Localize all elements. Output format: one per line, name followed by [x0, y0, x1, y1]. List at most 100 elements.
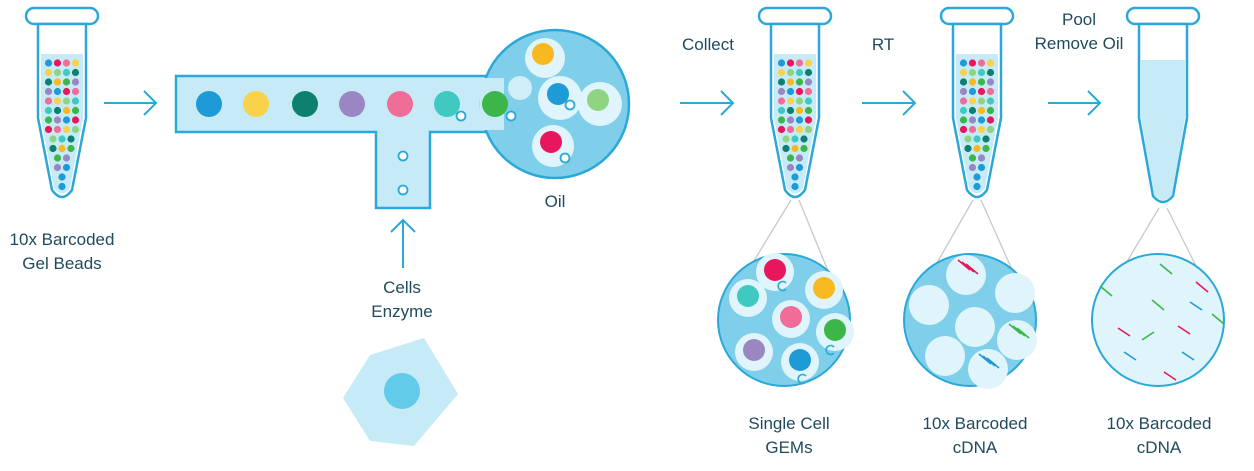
- gel-bead: [63, 126, 70, 133]
- gel-bead: [969, 154, 976, 161]
- gel-bead: [787, 59, 794, 66]
- gem-bead: [737, 285, 759, 307]
- gel-bead: [787, 78, 794, 85]
- cdna-droplet: [995, 273, 1035, 313]
- label-cells: Cells Enzyme: [352, 276, 452, 324]
- gel-bead: [58, 173, 65, 180]
- gel-bead: [796, 69, 803, 76]
- gel-bead: [49, 145, 56, 152]
- gel-bead: [58, 135, 65, 142]
- gel-bead: [978, 107, 985, 114]
- gel-bead: [54, 154, 61, 161]
- gel-bead: [964, 135, 971, 142]
- gel-bead: [778, 88, 785, 95]
- gel-bead: [791, 183, 798, 190]
- gel-bead: [778, 126, 785, 133]
- tube-cap: [941, 8, 1013, 24]
- gel-bead: [969, 126, 976, 133]
- gel-bead: [796, 154, 803, 161]
- label-gel-beads: 10x Barcoded Gel Beads: [0, 228, 124, 276]
- gel-bead: [969, 164, 976, 171]
- gel-bead: [960, 88, 967, 95]
- tube-cap: [26, 8, 98, 24]
- gem-bead: [813, 277, 835, 299]
- droplet-bead: [587, 89, 609, 111]
- gel-bead: [978, 116, 985, 123]
- gel-bead: [45, 116, 52, 123]
- gem-bead: [789, 349, 811, 371]
- channel-bead: [196, 91, 222, 117]
- gel-bead: [987, 78, 994, 85]
- label-rt-text: RT: [858, 33, 908, 57]
- gel-bead: [969, 78, 976, 85]
- gel-bead: [960, 69, 967, 76]
- tube-cap: [1127, 8, 1199, 24]
- pooled-circle-bg: [1092, 254, 1224, 386]
- gel-bead: [54, 97, 61, 104]
- gel-bead: [63, 59, 70, 66]
- gel-bead: [805, 97, 812, 104]
- gel-bead: [72, 107, 79, 114]
- gel-bead: [791, 135, 798, 142]
- gel-bead: [805, 78, 812, 85]
- gel-bead: [778, 69, 785, 76]
- gel-bead: [67, 135, 74, 142]
- cell-ring: [507, 112, 516, 121]
- gem-bead: [780, 306, 802, 328]
- gems-circle: [718, 253, 854, 386]
- gel-bead: [969, 116, 976, 123]
- gel-bead: [63, 88, 70, 95]
- label-collect: Collect: [668, 33, 748, 57]
- droplet-bead: [540, 131, 562, 153]
- label-gems: Single Cell GEMs: [724, 412, 854, 460]
- gel-bead: [63, 97, 70, 104]
- gel-bead: [960, 126, 967, 133]
- collect-tube: [759, 8, 831, 197]
- gel-bead: [54, 126, 61, 133]
- gel-bead: [778, 97, 785, 104]
- gel-bead: [960, 116, 967, 123]
- gel-bead: [54, 164, 61, 171]
- gel-bead: [54, 59, 61, 66]
- gel-bead: [960, 59, 967, 66]
- gel-bead: [45, 97, 52, 104]
- label-cdna-1-line1: 10x Barcoded: [910, 412, 1040, 436]
- gel-bead: [987, 126, 994, 133]
- label-gems-line2: GEMs: [724, 436, 854, 460]
- gel-bead: [978, 59, 985, 66]
- gem-bead: [824, 319, 846, 341]
- gel-bead: [973, 135, 980, 142]
- gel-bead: [791, 173, 798, 180]
- gel-bead: [805, 88, 812, 95]
- gel-bead: [978, 88, 985, 95]
- gel-bead: [63, 78, 70, 85]
- gel-bead: [72, 69, 79, 76]
- gel-bead: [987, 97, 994, 104]
- arrow-to-channel: [104, 91, 156, 115]
- gel-bead: [787, 126, 794, 133]
- cdna-droplet: [955, 307, 995, 347]
- gel-bead: [54, 69, 61, 76]
- gel-bead: [45, 88, 52, 95]
- gel-bead: [796, 59, 803, 66]
- channel-bead: [243, 91, 269, 117]
- cell-ring: [566, 101, 575, 110]
- gel-bead: [964, 145, 971, 152]
- label-gel-beads-line2: Gel Beads: [0, 252, 124, 276]
- pooled-liquid: [1141, 60, 1185, 200]
- cdna-droplet: [925, 336, 965, 376]
- label-rt: RT: [858, 33, 908, 57]
- gel-bead: [778, 107, 785, 114]
- gel-bead: [58, 145, 65, 152]
- gem-bead: [743, 339, 765, 361]
- label-oil: Oil: [530, 190, 580, 214]
- cdna-droplet: [946, 255, 986, 295]
- label-cdna-2-line1: 10x Barcoded: [1094, 412, 1224, 436]
- gel-bead: [63, 154, 70, 161]
- label-cdna-2-line2: cDNA: [1094, 436, 1224, 460]
- gel-bead: [796, 107, 803, 114]
- label-oil-text: Oil: [530, 190, 580, 214]
- tube-cap: [759, 8, 831, 24]
- gel-bead: [49, 135, 56, 142]
